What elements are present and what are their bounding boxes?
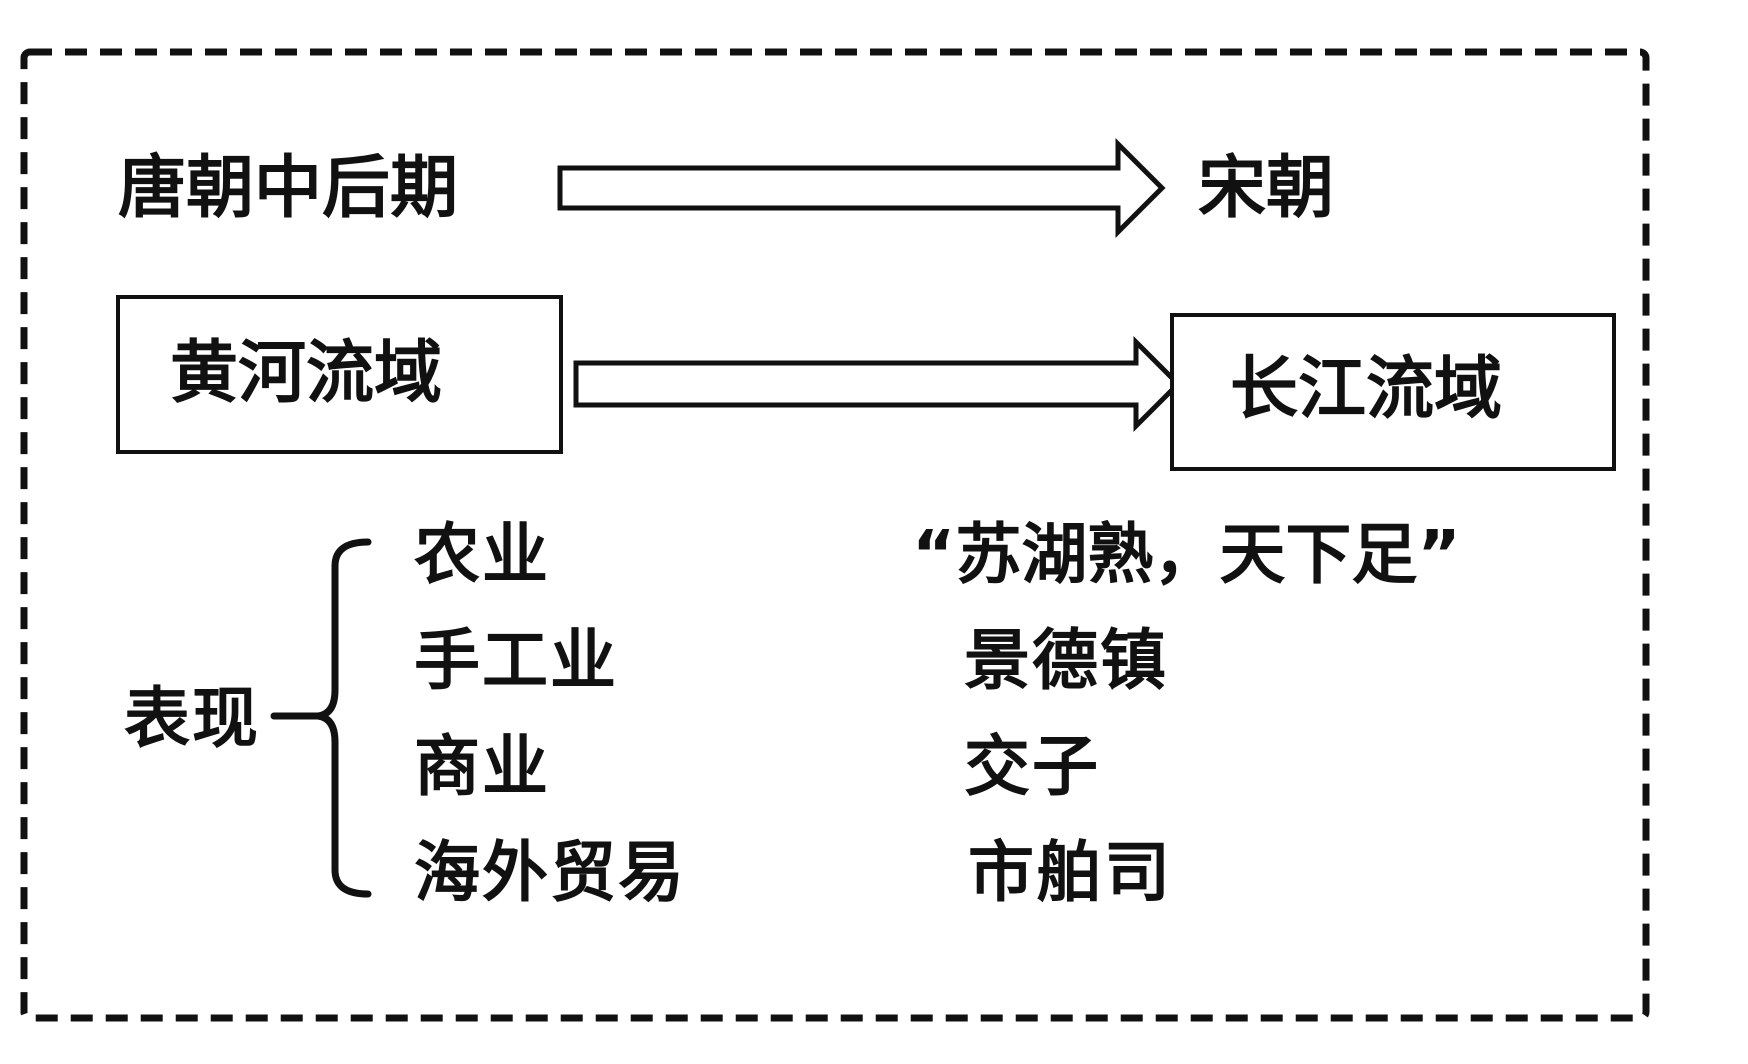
from-region-box bbox=[116, 295, 563, 454]
category-item: 商业 bbox=[414, 728, 550, 805]
example-item: 交子 bbox=[964, 728, 1100, 805]
to-period-label: 宋朝 bbox=[1198, 149, 1335, 228]
example-item: 市舶司 bbox=[968, 834, 1172, 911]
to-region-box bbox=[1170, 313, 1616, 471]
to-region-label: 长江流域 bbox=[1230, 350, 1503, 429]
region-arrow bbox=[573, 335, 1182, 433]
from-period-label: 唐朝中后期 bbox=[118, 149, 459, 228]
category-item: 农业 bbox=[414, 516, 550, 593]
curly-brace bbox=[270, 538, 372, 898]
manifestation-label: 表现 bbox=[124, 680, 260, 757]
dashed-frame bbox=[20, 48, 1650, 1022]
example-item: 景德镇 bbox=[964, 622, 1168, 699]
period-arrow bbox=[557, 137, 1166, 239]
from-region-label: 黄河流域 bbox=[170, 334, 443, 413]
category-item: 手工业 bbox=[414, 622, 618, 699]
example-item: “苏湖熟，天下足” bbox=[912, 516, 1461, 593]
category-item: 海外贸易 bbox=[414, 834, 686, 911]
